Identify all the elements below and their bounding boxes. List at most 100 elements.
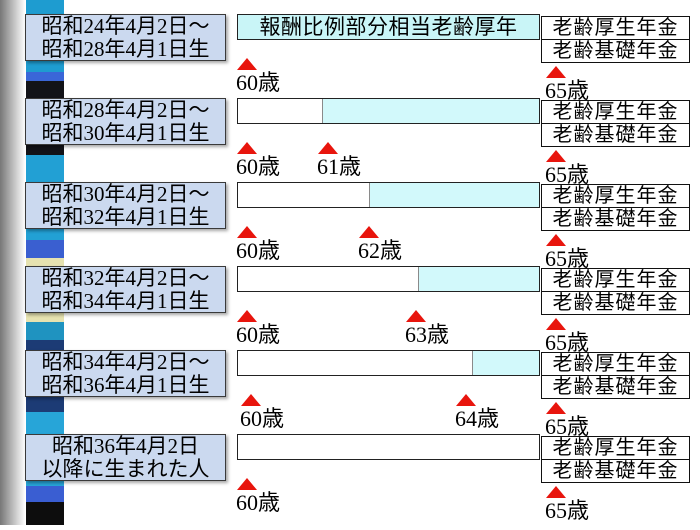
age-marker: 65歳 [545, 150, 589, 186]
triangle-up-icon [406, 310, 426, 322]
age-marker: 62歳 [358, 226, 402, 262]
triangle-up-icon [237, 310, 257, 322]
birth-range-line2: 昭和36年4月1日生 [41, 372, 210, 397]
age-marker-label: 63歳 [405, 322, 450, 347]
age-marker: 60歳 [236, 58, 280, 94]
triangle-up-icon [546, 486, 566, 498]
kosei-pension-box: 老齢厚生年金 [541, 184, 690, 208]
stripe-segment [26, 240, 64, 258]
pension-bar-cyan-segment [472, 351, 539, 375]
age-marker-label: 64歳 [455, 406, 500, 431]
triangle-up-icon [237, 58, 257, 70]
age-marker-label: 60歳 [236, 70, 281, 95]
age-marker: 60歳 [236, 226, 280, 262]
birth-range-label: 昭和30年4月2日～昭和32年4月1日生 [25, 182, 226, 229]
birth-range-line1: 昭和34年4月2日～ [41, 349, 210, 374]
birth-range-label: 昭和32年4月2日～昭和34年4月1日生 [25, 266, 226, 313]
age-marker-label: 60歳 [236, 154, 281, 179]
stripe-segment [26, 502, 64, 525]
age-marker: 60歳 [236, 310, 280, 346]
age-marker-label: 60歳 [236, 490, 281, 515]
pension-bar [237, 266, 540, 292]
triangle-up-icon [546, 66, 566, 78]
kiso-pension-box: 老齢基礎年金 [541, 207, 690, 231]
triangle-up-icon [318, 142, 338, 154]
kiso-pension-box: 老齢基礎年金 [541, 123, 690, 147]
birth-range-line1: 昭和36年4月2日 [52, 433, 199, 458]
birth-range-label: 昭和28年4月2日～昭和30年4月1日生 [25, 98, 226, 145]
age-marker: 65歳 [545, 402, 589, 438]
pension-bar [237, 350, 540, 376]
age-marker: 63歳 [405, 310, 449, 346]
birth-range-label: 昭和34年4月2日～昭和36年4月1日生 [25, 350, 226, 397]
stripe-segment [26, 72, 64, 81]
pension-row: 昭和32年4月2日～昭和34年4月1日生 老齢厚生年金老齢基礎年金 60歳 63歳 65… [0, 266, 700, 362]
birth-range-line1: 昭和30年4月2日～ [41, 181, 210, 206]
kiso-pension-box: 老齢基礎年金 [541, 459, 690, 483]
age-marker: 65歳 [545, 486, 589, 522]
left-edge-shadow [0, 0, 28, 525]
pension-bar [237, 98, 540, 124]
kosei-pension-box: 老齢厚生年金 [541, 268, 690, 292]
kosei-pension-box: 老齢厚生年金 [541, 352, 690, 376]
triangle-up-icon [546, 234, 566, 246]
birth-range-label: 昭和36年4月2日以降に生まれた人 [25, 434, 226, 481]
age-marker-label: 60歳 [240, 406, 285, 431]
age-marker-label: 65歳 [545, 498, 590, 523]
age-marker-label: 65歳 [545, 162, 590, 187]
birth-range-line2: 昭和28年4月1日生 [41, 36, 210, 61]
kosei-pension-box: 老齢厚生年金 [541, 100, 690, 124]
pension-bar [237, 182, 540, 208]
pension-row: 昭和30年4月2日～昭和32年4月1日生 老齢厚生年金老齢基礎年金 60歳 62歳 65… [0, 182, 700, 278]
kosei-pension-box: 老齢厚生年金 [541, 436, 690, 460]
age-marker: 60歳 [236, 142, 280, 178]
pension-bar-cyan-segment [418, 267, 539, 291]
birth-range-line2: 以降に生まれた人 [41, 456, 210, 481]
age-marker-label: 60歳 [236, 238, 281, 263]
birth-range-line1: 昭和32年4月2日～ [41, 265, 210, 290]
triangle-up-icon [546, 150, 566, 162]
triangle-up-icon [546, 402, 566, 414]
birth-range-line2: 昭和34年4月1日生 [41, 288, 210, 313]
stripe-segment [26, 486, 64, 502]
birth-range-line2: 昭和30年4月1日生 [41, 120, 210, 145]
triangle-up-icon [359, 226, 379, 238]
triangle-up-icon [456, 394, 476, 406]
age-marker-label: 65歳 [545, 78, 590, 103]
age-marker: 60歳 [236, 478, 280, 514]
age-marker-label: 62歳 [358, 238, 403, 263]
age-marker-label: 65歳 [545, 246, 590, 271]
birth-range-line1: 昭和28年4月2日～ [41, 97, 210, 122]
kiso-pension-box: 老齢基礎年金 [541, 291, 690, 315]
stripe-segment [26, 322, 64, 340]
birth-range-line1: 昭和24年4月2日～ [41, 13, 210, 38]
triangle-up-icon [237, 478, 257, 490]
age-marker-label: 60歳 [236, 322, 281, 347]
age-marker: 65歳 [545, 66, 589, 102]
triangle-up-icon [546, 318, 566, 330]
age-marker: 65歳 [545, 318, 589, 354]
age-marker: 60歳 [240, 394, 284, 430]
age-marker-label: 65歳 [545, 330, 590, 355]
kiso-pension-box: 老齢基礎年金 [541, 375, 690, 399]
pension-row: 昭和24年4月2日～昭和28年4月1日生 報酬比例部分相当老齢厚年老齢厚生年金老齢… [0, 14, 700, 110]
pension-bar: 報酬比例部分相当老齢厚年 [237, 14, 540, 40]
pension-row: 昭和28年4月2日～昭和30年4月1日生 老齢厚生年金老齢基礎年金 60歳 61歳 65… [0, 98, 700, 194]
age-marker: 61歳 [317, 142, 361, 178]
age-marker: 65歳 [545, 234, 589, 270]
age-marker: 64歳 [455, 394, 499, 430]
age-marker-label: 61歳 [317, 154, 362, 179]
triangle-up-icon [237, 226, 257, 238]
proportional-pension-label: 報酬比例部分相当老齢厚年 [259, 15, 518, 39]
pension-bar [237, 434, 540, 460]
kiso-pension-box: 老齢基礎年金 [541, 39, 690, 63]
pension-bar-cyan-segment [369, 183, 539, 207]
pension-row: 昭和36年4月2日以降に生まれた人 老齢厚生年金老齢基礎年金 60歳 65歳 [0, 434, 700, 530]
birth-range-label: 昭和24年4月2日～昭和28年4月1日生 [25, 14, 226, 61]
pension-bar-cyan-segment [322, 99, 539, 123]
triangle-up-icon [241, 394, 261, 406]
birth-range-line2: 昭和32年4月1日生 [41, 204, 210, 229]
age-marker-label: 65歳 [545, 414, 590, 439]
pension-row: 昭和34年4月2日～昭和36年4月1日生 老齢厚生年金老齢基礎年金 60歳 64歳 65… [0, 350, 700, 446]
kosei-pension-box: 老齢厚生年金 [541, 16, 690, 40]
